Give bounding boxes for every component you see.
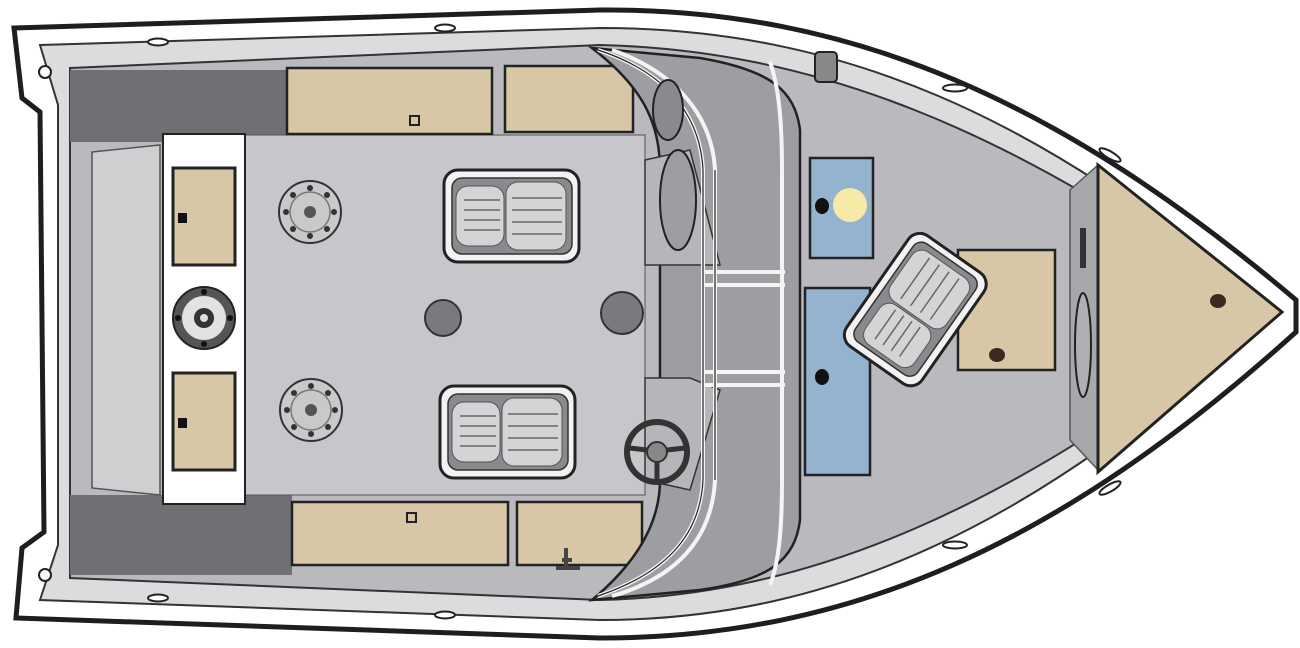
steering-wheel[interactable] [624,419,690,485]
bow-deck [1096,161,1285,476]
anchor-point-icon [1210,294,1226,308]
console [587,46,802,602]
hatch-latch-icon [409,115,420,126]
livewell-latch-icon [815,198,829,214]
side-storage-hatch[interactable] [290,500,510,567]
stern-well [91,144,161,496]
rear-deck-speaker [279,378,343,442]
side-storage-hatch[interactable] [503,64,635,134]
console-cupholder [652,79,684,141]
hatch-latch-icon [989,348,1005,362]
side-storage-hatch[interactable] [285,66,494,136]
bow-drain-icon [1074,292,1092,398]
stern-speaker [172,286,236,350]
console-cupholder [659,149,697,251]
passenger-seat[interactable] [442,168,581,264]
side-storage-hatch[interactable] [515,500,644,567]
hatch-latch-icon [178,418,187,428]
livewell-latch-icon [815,369,829,385]
hatch-latch-icon [178,213,187,223]
cleat [38,23,1122,620]
passenger-seat[interactable] [438,384,577,480]
hatch-latch-icon [406,512,417,523]
windshield-outline [597,49,716,597]
pedestal-base [424,299,462,337]
livewell-light-icon [833,188,867,222]
stern-storage-hatch[interactable] [171,371,237,472]
stern-dark-panel-top [70,70,290,142]
stern-dark-panel-bottom [70,495,292,575]
mirror-icon [814,51,838,83]
drain-plug-icon [556,548,580,570]
pedestal-base [600,291,644,335]
rear-deck-speaker [278,180,342,244]
bow-vent-icon [1080,228,1086,268]
